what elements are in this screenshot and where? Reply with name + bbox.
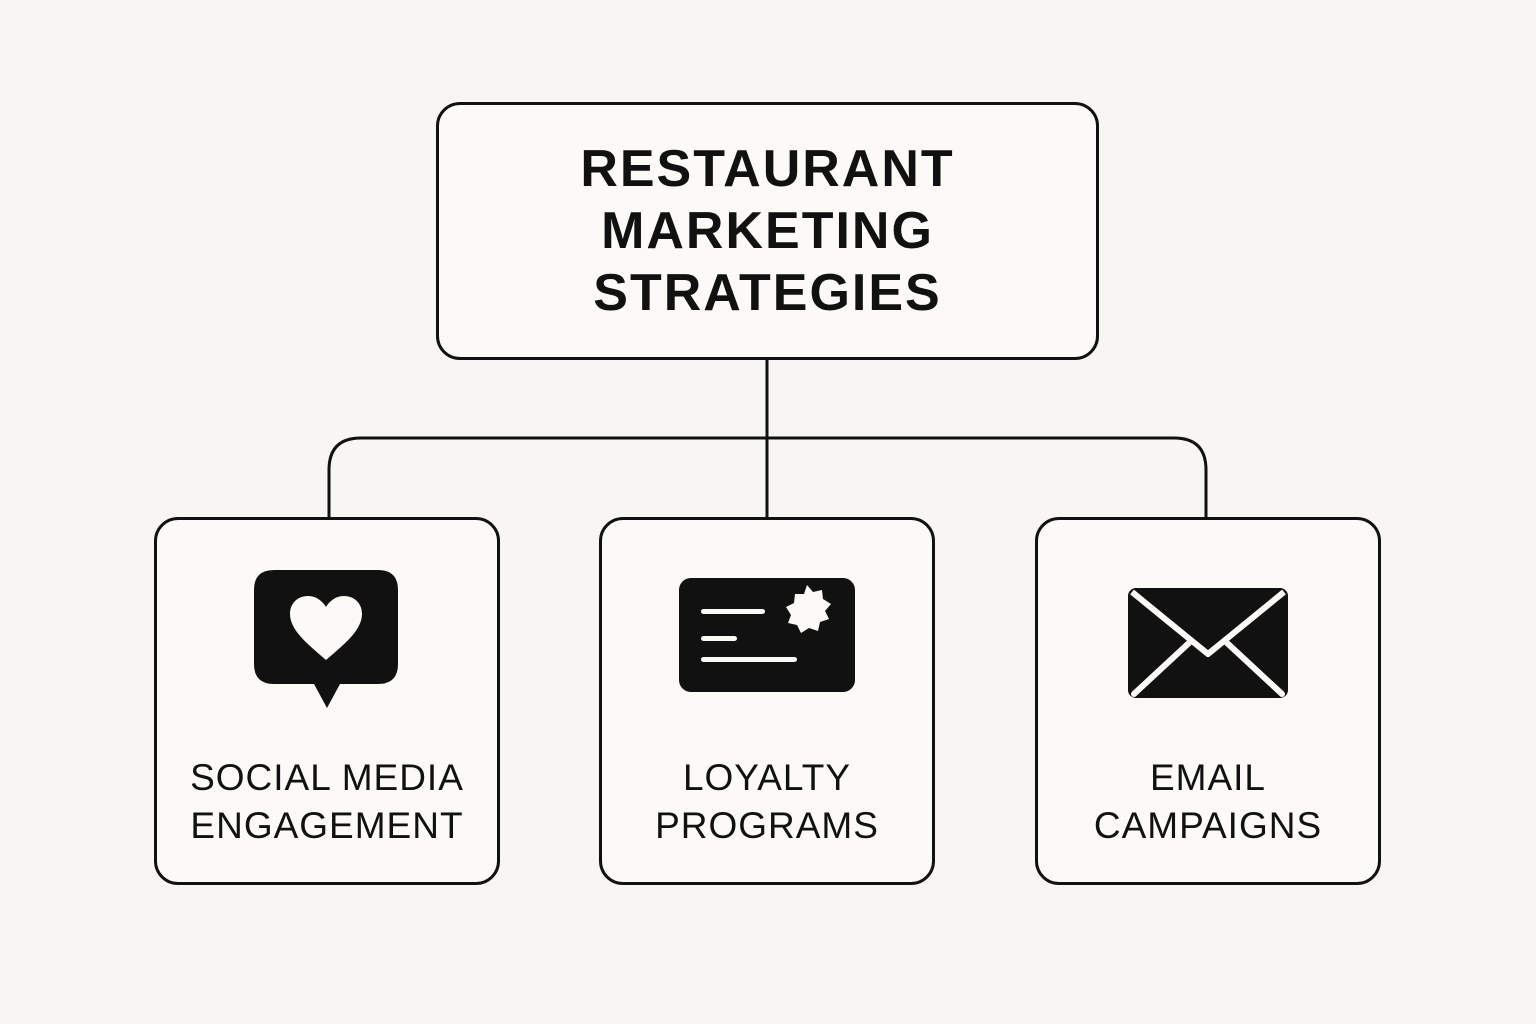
label-line: SOCIAL MEDIA — [190, 757, 464, 798]
loyalty-programs-label: LOYALTY PROGRAMS — [602, 754, 932, 850]
root-title: RESTAURANT MARKETING STRATEGIES — [439, 138, 1096, 324]
heart-chat-bubble-icon — [157, 568, 497, 714]
envelope-icon — [1038, 568, 1378, 698]
label-line: LOYALTY — [682, 757, 852, 798]
email-campaigns-node: EMAIL CAMPAIGNS — [1035, 517, 1381, 885]
horizontal-branch-connector — [327, 436, 1208, 519]
email-campaigns-label: EMAIL CAMPAIGNS — [1038, 754, 1378, 850]
label-line: PROGRAMS — [655, 805, 879, 846]
root-title-line: MARKETING — [601, 202, 934, 260]
social-media-engagement-node: SOCIAL MEDIA ENGAGEMENT — [154, 517, 500, 885]
root-title-line: STRATEGIES — [593, 264, 942, 322]
label-line: ENGAGEMENT — [190, 805, 464, 846]
label-line: CAMPAIGNS — [1093, 805, 1323, 846]
loyalty-programs-node: LOYALTY PROGRAMS — [599, 517, 935, 885]
root-node: RESTAURANT MARKETING STRATEGIES — [436, 102, 1099, 360]
root-title-line: RESTAURANT — [580, 140, 955, 198]
label-line: EMAIL — [1149, 757, 1267, 798]
social-media-engagement-label: SOCIAL MEDIA ENGAGEMENT — [157, 754, 497, 850]
loyalty-card-icon — [602, 568, 932, 692]
